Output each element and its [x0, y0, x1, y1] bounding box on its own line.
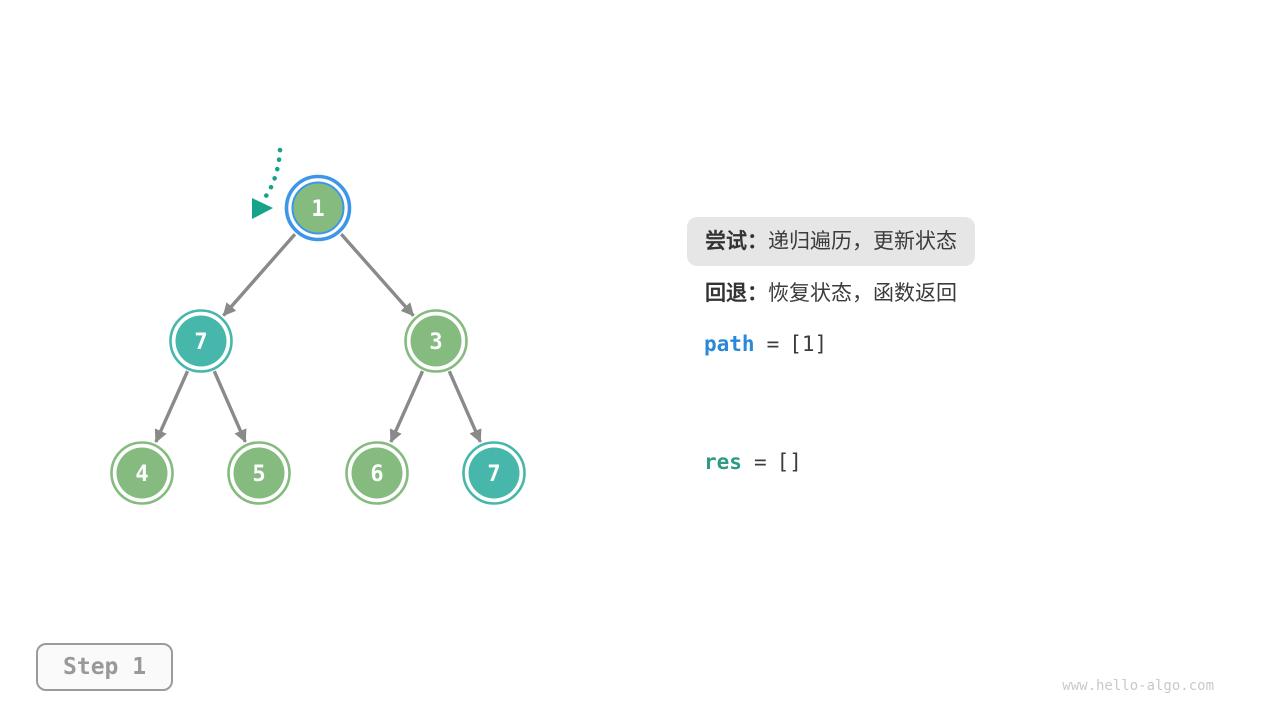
tree-node-4: 4	[110, 441, 174, 505]
tree-nodes: 1 7 3 4 5 6 7	[110, 174, 526, 505]
tree-edge-7-5	[212, 370, 247, 443]
node-value: 5	[252, 462, 265, 487]
node-value: 3	[429, 330, 442, 355]
tree-edge-3-7	[447, 370, 482, 443]
tree-edge-1-7	[222, 233, 297, 317]
tree-node-6: 6	[345, 441, 409, 505]
tree-edge-7-4	[154, 370, 190, 443]
tree-edges	[154, 233, 482, 443]
node-value: 1	[311, 197, 324, 222]
tree-node-7: 7	[462, 441, 526, 505]
tree-node-1-current: 1	[284, 174, 352, 242]
pointer-arrowhead-icon	[252, 198, 273, 219]
node-value: 7	[487, 462, 500, 487]
watermark: www.hello-algo.com	[1062, 678, 1214, 694]
node-value: 4	[135, 462, 148, 487]
tree-edge-1-3	[339, 233, 415, 317]
node-value: 7	[194, 330, 207, 355]
pointer-dotted-curve	[263, 147, 283, 199]
step-badge: Step 1	[36, 643, 174, 691]
tree-node-7: 7	[169, 309, 233, 373]
tree-node-3: 3	[404, 309, 468, 373]
pointer-arrow	[252, 147, 283, 219]
node-value: 6	[370, 462, 383, 487]
tree-node-5: 5	[227, 441, 291, 505]
tree-edge-3-6	[389, 370, 425, 443]
